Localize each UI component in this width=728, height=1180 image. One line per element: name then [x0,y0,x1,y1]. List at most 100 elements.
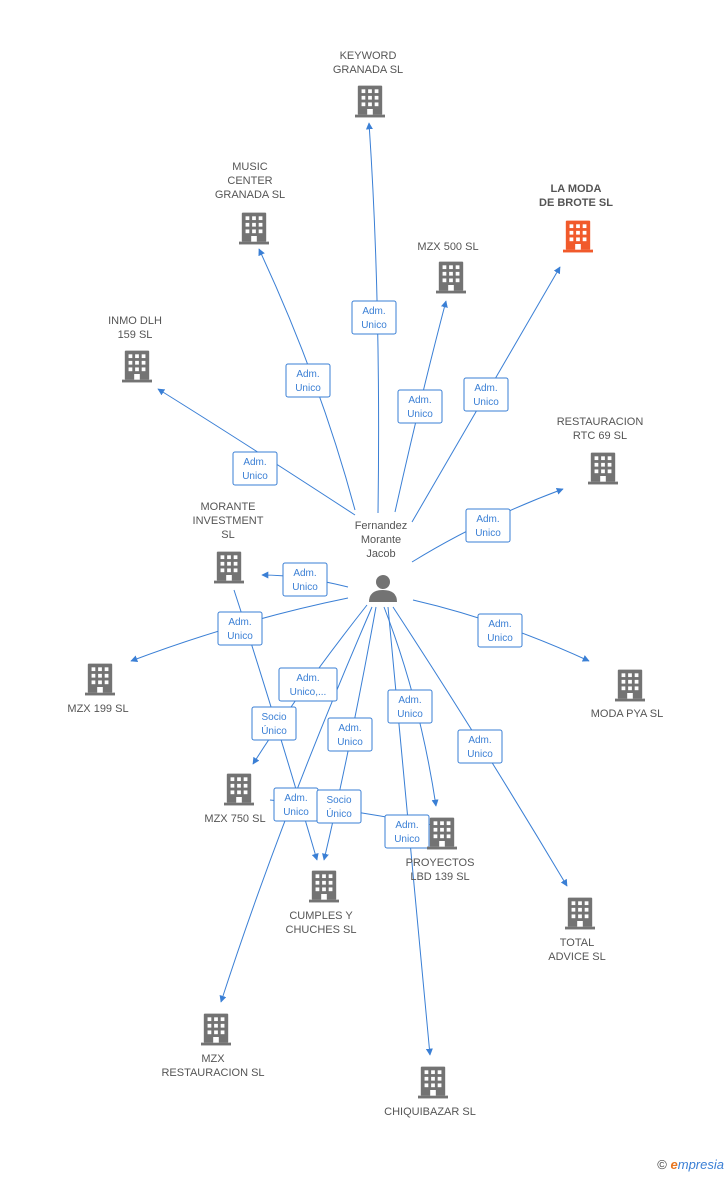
relation-label-text: Adm.Unico [487,619,513,644]
building-icon [418,1066,448,1099]
building-icon [563,220,593,253]
company-node-mzx500[interactable]: MZX 500 SL [417,241,479,294]
relation-label-box [351,300,397,335]
company-name[interactable]: MODA PYA SL [591,708,664,720]
building-icon [588,452,618,485]
relation-label-box [387,689,433,724]
relation-label[interactable]: Adm.Unico [217,611,263,646]
footer-brand: © empresia [657,1157,724,1172]
relation-label-box [285,363,331,398]
relation-label[interactable]: Adm.Unico [465,508,511,543]
relation-label-text: Adm.Unico [361,306,387,331]
building-icon [615,669,645,702]
relation-label[interactable]: Adm.Unico [477,613,523,648]
relation-label[interactable]: Adm.Unico [457,729,503,764]
relation-label-text: Adm.Unico [227,617,253,642]
relation-label-box [465,508,511,543]
relation-label-text: Adm.Unico [292,568,318,593]
relation-label-box [232,451,278,486]
relation-label[interactable]: Adm.Unico [232,451,278,486]
relation-label-box [457,729,503,764]
building-icon [85,663,115,696]
company-name[interactable]: MZX 500 SL [417,241,478,253]
relation-label-text: Adm.Unico [295,369,321,394]
building-icon [427,817,457,850]
relation-label[interactable]: Adm.Unico [387,689,433,724]
building-icon [224,773,254,806]
relation-label-text: Adm.Unico [467,735,493,760]
relation-label[interactable]: Adm.Unico [351,300,397,335]
relation-label[interactable]: Adm.Unico [327,717,373,752]
building-icon [355,85,385,118]
relation-label-text: Adm.Unico [397,695,423,720]
relation-label-box [397,389,443,424]
building-icon [239,212,269,245]
building-icon [309,870,339,903]
relation-label-text: Adm.Unico [337,723,363,748]
relation-label[interactable]: Adm.Unico [384,814,430,849]
relation-label-box [463,377,509,412]
relation-label-box [217,611,263,646]
relation-label-box [251,706,297,741]
company-node-chiqui[interactable]: CHIQUIBAZAR SL [384,1066,476,1118]
brand-logo-e: e [670,1157,678,1172]
building-icon [214,551,244,584]
relation-label[interactable]: Adm.Unico [282,562,328,597]
relation-label[interactable]: Adm.Unico [285,363,331,398]
relation-label[interactable]: Adm.Unico [463,377,509,412]
relation-label-text: Adm.Unico [283,793,309,818]
company-name[interactable]: MZX 750 SL [204,813,265,825]
company-name[interactable]: CHIQUIBAZAR SL [384,1106,476,1118]
person-icon [369,575,397,602]
brand-logo-text: mpresia [677,1157,724,1172]
building-icon [436,261,466,294]
relation-edge [157,388,356,516]
building-icon [122,350,152,383]
company-node-mzx750[interactable]: MZX 750 SL [204,773,266,825]
relation-label-text: Adm.Unico [475,514,501,539]
building-icon [201,1013,231,1046]
relation-label-box [278,667,338,702]
relation-label[interactable]: Adm.Unico [273,787,319,822]
company-node-modapya[interactable]: MODA PYA SL [591,669,664,720]
copyright-symbol: © [657,1157,667,1172]
company-name[interactable]: MZX 199 SL [67,703,128,715]
relation-label[interactable]: Adm.Unico,... [278,667,338,702]
company-node-mzx199[interactable]: MZX 199 SL [67,663,129,715]
relation-label-box [282,562,328,597]
relation-label-box [327,717,373,752]
building-icon [565,897,595,930]
relation-label[interactable]: Adm.Unico [397,389,443,424]
relation-label-box [477,613,523,648]
relation-label-text: Adm.Unico [407,395,433,420]
relation-label-box [384,814,430,849]
relation-label-box [316,789,362,824]
